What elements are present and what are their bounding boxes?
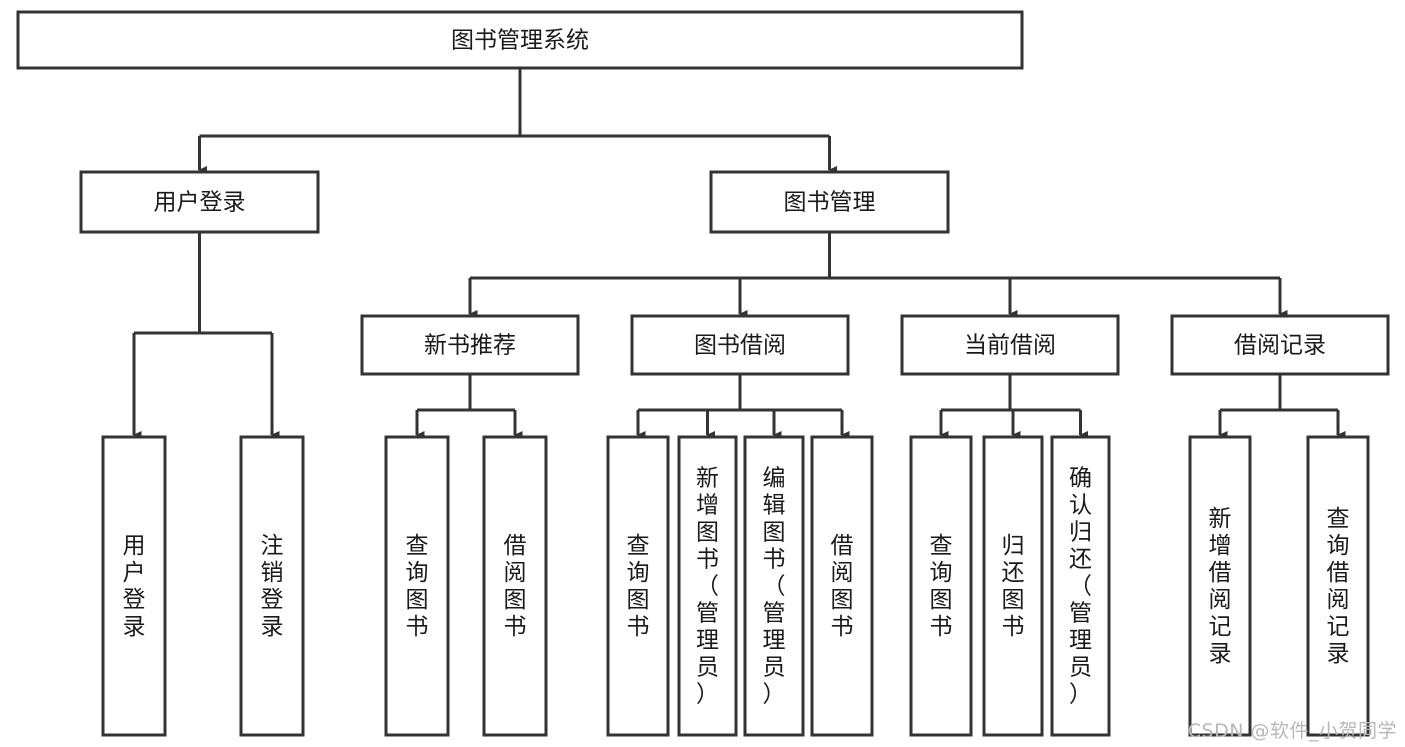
node-leaf-query-book-rec[interactable]: 查询图书	[384, 435, 450, 737]
node-book-manage[interactable]: 图书管理	[709, 170, 950, 234]
node-box-borrow-record	[1170, 314, 1390, 376]
node-box-leaf-borrow-book	[810, 435, 874, 737]
node-label-leaf-logout-login: 注销登录	[261, 533, 284, 640]
node-leaf-query-borrow-record[interactable]: 查询借阅记录	[1306, 435, 1370, 737]
node-label-leaf-edit-book-admin: 编辑图书（管理员）	[763, 466, 786, 708]
node-label-current-borrow: 当前借阅	[964, 333, 1056, 359]
node-label-leaf-query-book-rec: 查询图书	[406, 533, 429, 640]
node-label-user-login: 用户登录	[154, 190, 246, 216]
node-box-leaf-query-book-borrow	[606, 435, 670, 737]
node-box-root	[16, 10, 1024, 70]
node-label-borrow-record: 借阅记录	[1234, 333, 1326, 359]
node-box-current-borrow	[900, 314, 1120, 376]
node-leaf-add-borrow-record[interactable]: 新增借阅记录	[1188, 435, 1252, 737]
node-label-leaf-borrow-book-rec: 借阅图书	[504, 533, 527, 640]
node-box-book-manage	[709, 170, 950, 234]
node-leaf-add-book-admin[interactable]: 新增图书（管理员）	[677, 435, 738, 737]
node-box-leaf-edit-book-admin	[743, 435, 805, 737]
node-label-leaf-confirm-return-admin: 确认归还（管理员）	[1069, 466, 1092, 708]
node-box-leaf-query-book-cur	[909, 435, 973, 737]
node-leaf-borrow-book[interactable]: 借阅图书	[810, 435, 874, 737]
node-label-leaf-add-borrow-record: 新增借阅记录	[1209, 506, 1232, 667]
node-label-leaf-query-book-borrow: 查询图书	[627, 533, 650, 640]
node-new-book-recommend[interactable]: 新书推荐	[360, 314, 580, 376]
node-box-leaf-return-book	[982, 435, 1044, 737]
connectors-layer	[132, 68, 1346, 440]
node-leaf-user-login[interactable]: 用户登录	[101, 435, 167, 737]
node-box-leaf-add-book-admin	[677, 435, 738, 737]
node-box-leaf-query-borrow-record	[1306, 435, 1370, 737]
node-borrow-record[interactable]: 借阅记录	[1170, 314, 1390, 376]
node-leaf-query-book-cur[interactable]: 查询图书	[909, 435, 973, 737]
node-box-book-borrow	[630, 314, 850, 376]
node-label-leaf-user-login: 用户登录	[123, 533, 146, 640]
node-leaf-return-book[interactable]: 归还图书	[982, 435, 1044, 737]
node-label-book-manage: 图书管理	[784, 190, 876, 216]
node-box-leaf-confirm-return-admin	[1050, 435, 1111, 737]
node-label-leaf-query-book-cur: 查询图书	[930, 533, 953, 640]
node-label-new-book-recommend: 新书推荐	[424, 333, 516, 359]
node-root[interactable]: 图书管理系统	[16, 10, 1024, 70]
node-label-leaf-query-borrow-record: 查询借阅记录	[1327, 506, 1350, 667]
node-label-leaf-borrow-book: 借阅图书	[831, 533, 854, 640]
node-box-leaf-user-login	[101, 435, 167, 737]
csdn-watermark: CSDN @软件_小贺同学	[1187, 720, 1397, 742]
node-leaf-query-book-borrow[interactable]: 查询图书	[606, 435, 670, 737]
node-leaf-logout-login[interactable]: 注销登录	[239, 435, 305, 737]
node-user-login[interactable]: 用户登录	[79, 170, 320, 234]
node-label-leaf-add-book-admin: 新增图书（管理员）	[696, 466, 719, 708]
boxes-layer: 图书管理系统用户登录图书管理新书推荐图书借阅当前借阅借阅记录用户登录注销登录查询…	[16, 10, 1390, 737]
node-current-borrow[interactable]: 当前借阅	[900, 314, 1120, 376]
node-box-leaf-borrow-book-rec	[482, 435, 548, 737]
node-label-root: 图书管理系统	[451, 28, 589, 54]
node-leaf-edit-book-admin[interactable]: 编辑图书（管理员）	[743, 435, 805, 737]
node-box-user-login	[79, 170, 320, 234]
node-box-leaf-query-book-rec	[384, 435, 450, 737]
node-box-leaf-logout-login	[239, 435, 305, 737]
node-label-leaf-return-book: 归还图书	[1002, 533, 1025, 640]
node-leaf-confirm-return-admin[interactable]: 确认归还（管理员）	[1050, 435, 1111, 737]
node-leaf-borrow-book-rec[interactable]: 借阅图书	[482, 435, 548, 737]
node-box-leaf-add-borrow-record	[1188, 435, 1252, 737]
node-box-new-book-recommend	[360, 314, 580, 376]
node-label-book-borrow: 图书借阅	[694, 333, 786, 359]
node-book-borrow[interactable]: 图书借阅	[630, 314, 850, 376]
